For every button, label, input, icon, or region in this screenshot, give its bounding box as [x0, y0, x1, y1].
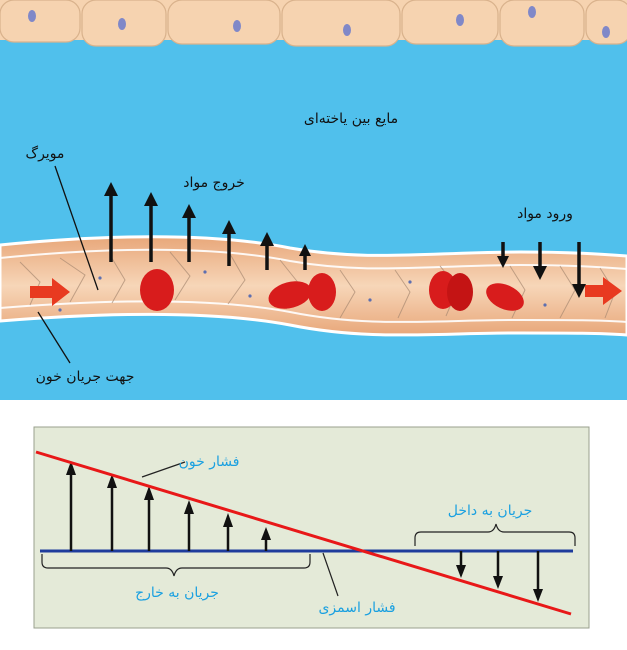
interstitial-fluid-area: [0, 0, 627, 400]
red-blood-cell: [140, 269, 174, 311]
outflow-label: خروج مواد: [183, 175, 244, 191]
tissue-cells: [0, 0, 627, 46]
cell-nucleus: [602, 26, 610, 38]
cell-nucleus: [118, 18, 126, 30]
pressure-chart-background: [34, 427, 589, 628]
cell-nucleus: [233, 20, 241, 32]
pressure-diagram: فشار خون جریان به داخل جریان به خارج فشا…: [34, 427, 589, 628]
inward-flow-label: جریان به داخل: [448, 503, 533, 519]
blood-flow-direction-label: جهت جریان خون: [36, 369, 135, 385]
interstitial-fluid-label: مایع بین یاخته‌ای: [304, 111, 398, 127]
osmotic-pressure-label: فشار اسمزی: [318, 600, 395, 616]
blood-pressure-label: فشار خون: [179, 454, 240, 470]
red-blood-cell: [447, 273, 473, 311]
cell-nucleus: [343, 24, 351, 36]
cell-nucleus: [28, 10, 36, 22]
inflow-label: ورود مواد: [517, 206, 573, 222]
cell-nucleus: [456, 14, 464, 26]
capillary-label: مویرگ: [26, 144, 65, 162]
outward-flow-label: جریان به خارج: [135, 585, 219, 601]
red-blood-cell: [308, 273, 336, 311]
capillary-diagram: مایع بین یاخته‌ای: [0, 0, 627, 400]
cell-nucleus: [528, 6, 536, 18]
